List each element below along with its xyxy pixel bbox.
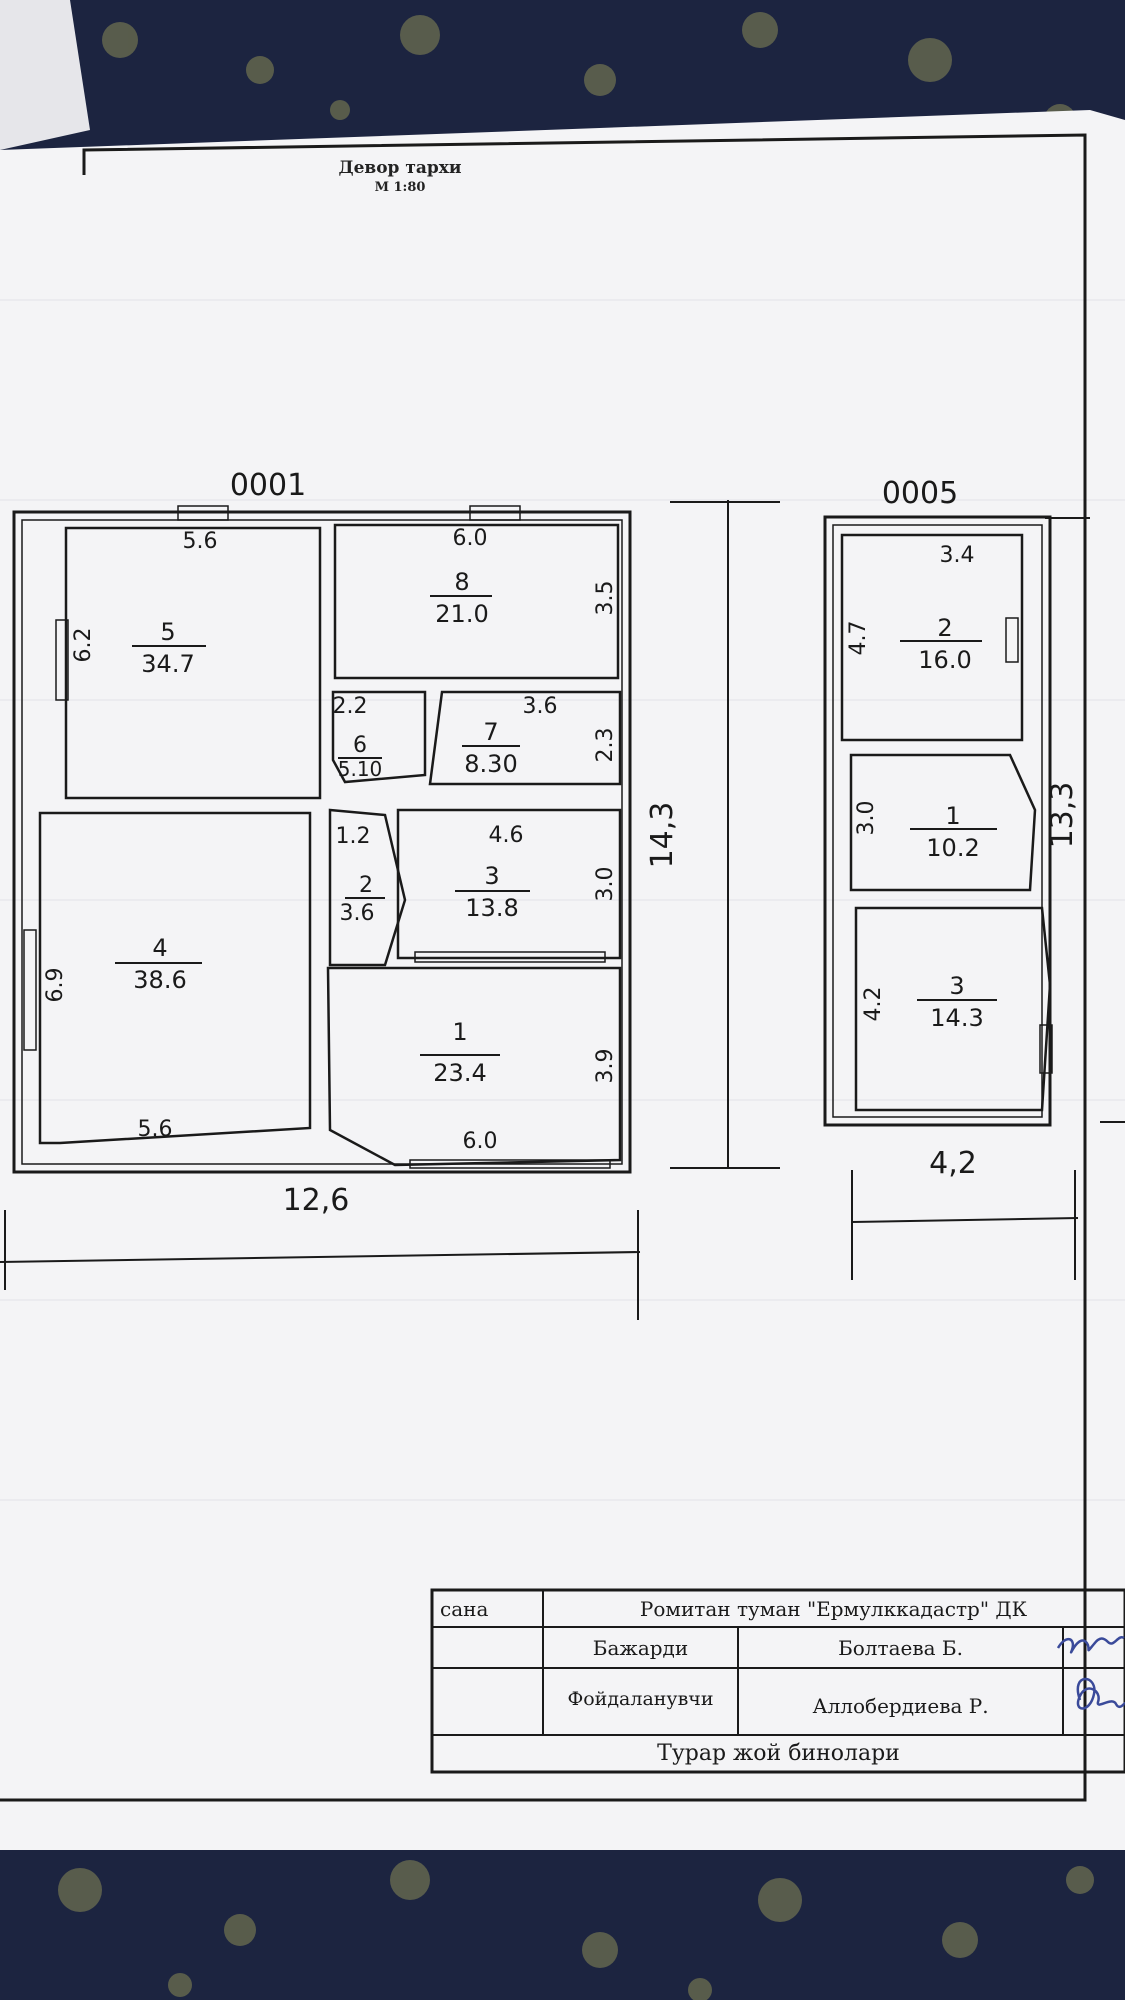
room-number: 5 [160, 618, 175, 646]
paper [0, 110, 1125, 1850]
room-dim: 2.2 [333, 694, 368, 719]
sheet-scale: М 1:80 [374, 180, 426, 195]
user-label: Фойдаланувчи [567, 1688, 714, 1710]
room-number: 4 [152, 934, 167, 962]
plan-0001 [0, 500, 780, 1320]
room-3 [854, 906, 1052, 1112]
left-page-edge [0, 0, 90, 150]
room-area: 38.6 [133, 966, 186, 994]
faint-grid [0, 299, 1125, 1501]
room-dim: 3.6 [523, 694, 558, 719]
window [1005, 617, 1019, 663]
room-7 [428, 690, 622, 786]
executor-label: Бажарди [592, 1636, 689, 1660]
overall-height: 13,3 [1045, 782, 1080, 849]
window [469, 505, 521, 521]
room-area: 34.7 [141, 650, 194, 678]
room-dim: 4.6 [489, 823, 524, 848]
room-area: 10.2 [926, 834, 979, 862]
executor-signature [1056, 1636, 1125, 1654]
plan-0005 [823, 515, 1125, 1280]
room-number: 6 [353, 733, 367, 758]
sheet-frame [0, 133, 1087, 1802]
room-dim: 2.3 [593, 728, 618, 763]
room-number: 2 [937, 614, 952, 642]
room-area: 3.6 [340, 901, 375, 926]
room-number: 3 [484, 862, 499, 890]
room-area: 16.0 [918, 646, 971, 674]
room-dim: 6.9 [43, 968, 68, 1003]
room-dim: 4.7 [846, 621, 871, 656]
room-number: 1 [452, 1018, 467, 1046]
user-name: Аллобердиева Р. [812, 1694, 989, 1718]
room-3 [396, 808, 622, 960]
room-dim: 3.0 [593, 867, 618, 902]
window [55, 619, 69, 701]
room-1 [849, 753, 1037, 892]
overall-width: 4,2 [929, 1146, 977, 1181]
room-8 [333, 523, 620, 680]
label-bars [115, 595, 997, 1056]
room-area: 23.4 [433, 1059, 486, 1087]
window [23, 929, 37, 1051]
room-number: 2 [359, 873, 373, 898]
room-area: 5.10 [338, 757, 383, 781]
date-label: сана [440, 1597, 489, 1621]
room-dim: 5.6 [138, 1117, 173, 1142]
organization-name: Ромитан туман "Ермулккадастр" ДК [639, 1597, 1028, 1621]
room-6 [331, 690, 427, 784]
sheet-title: Девор тархи [338, 158, 462, 178]
room-dim: 3.0 [854, 801, 879, 836]
dim-line-width [851, 1217, 1079, 1223]
room-dim: 6.2 [71, 628, 96, 663]
room-dim: 6.0 [463, 1129, 498, 1154]
room-number: 1 [945, 802, 960, 830]
room-1 [326, 966, 622, 1167]
room-dim: 1.2 [336, 824, 371, 849]
user-signature [1076, 1677, 1125, 1710]
room-dim: 5.6 [183, 529, 218, 554]
room-number: 3 [949, 972, 964, 1000]
room-2 [840, 533, 1024, 742]
room-5 [64, 526, 322, 800]
window [177, 505, 229, 521]
room-number: 8 [454, 568, 469, 596]
room-area: 14.3 [930, 1004, 983, 1032]
room-2 [328, 808, 407, 967]
document-type: Турар жой бинолари [657, 1741, 900, 1766]
title-block-grid [430, 1588, 1125, 1774]
executor-name: Болтаева Б. [838, 1636, 963, 1660]
room-area: 8.30 [464, 750, 517, 778]
door [409, 1159, 611, 1169]
overall-width: 12,6 [283, 1183, 350, 1218]
room-dim: 3.4 [940, 543, 975, 568]
room-dim: 3.5 [593, 581, 618, 616]
room-area: 13.8 [465, 894, 518, 922]
plan-id-0001: 0001 [230, 468, 306, 503]
room-area: 21.0 [435, 600, 488, 628]
room-dim: 3.9 [593, 1049, 618, 1084]
room-number: 7 [483, 718, 498, 746]
sheet-title-block: Девор тархи М 1:80 [300, 158, 500, 195]
plan-id-0005: 0005 [882, 476, 958, 511]
overall-height: 14,3 [645, 802, 680, 869]
room-4 [38, 811, 312, 1145]
outer-wall [12, 510, 632, 1174]
room-dim: 4.2 [861, 987, 886, 1022]
dim-line-width [0, 1251, 641, 1263]
room-dim: 6.0 [453, 526, 488, 551]
window [414, 951, 606, 963]
window [1039, 1024, 1053, 1074]
outer-wall [823, 515, 1052, 1127]
